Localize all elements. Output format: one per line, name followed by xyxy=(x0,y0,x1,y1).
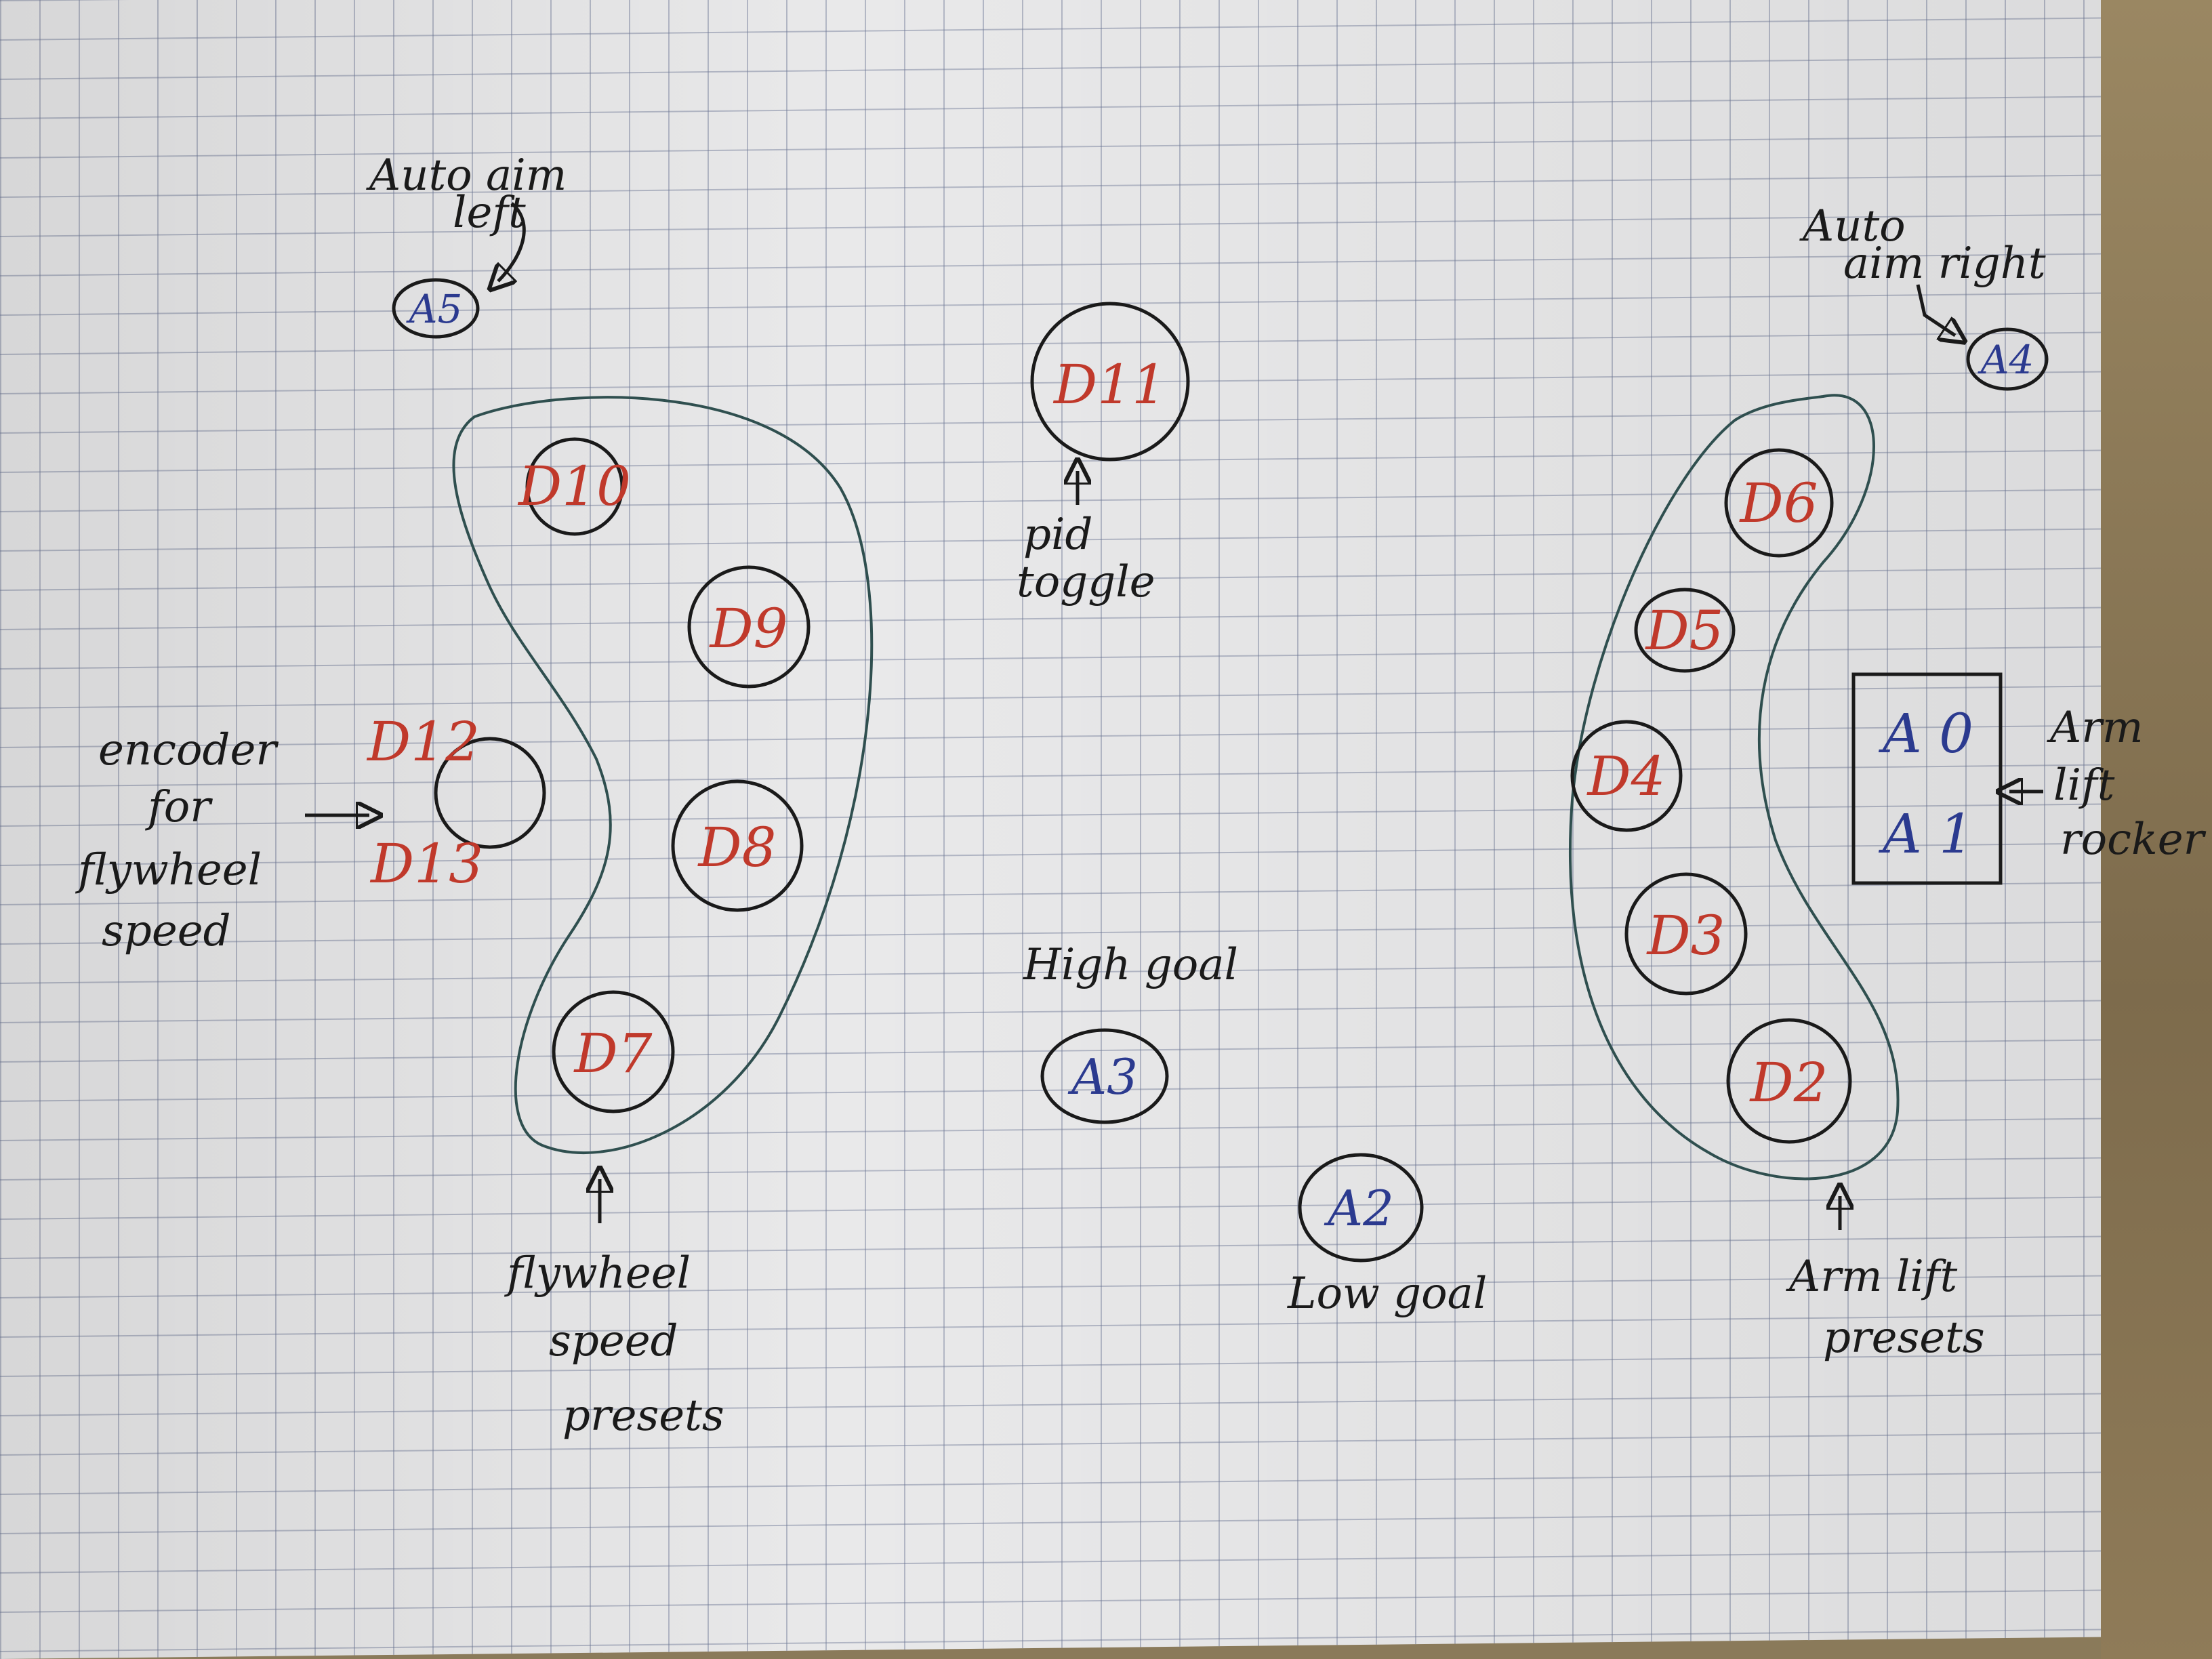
svg-text:left: left xyxy=(453,188,526,238)
pin-a2: A2 xyxy=(1298,1153,1424,1263)
svg-text:pid: pid xyxy=(1023,510,1092,560)
svg-text:D10: D10 xyxy=(517,455,631,518)
svg-text:D6: D6 xyxy=(1738,472,1818,535)
svg-text:toggle: toggle xyxy=(1017,557,1155,607)
pin-d12: D12 xyxy=(366,710,480,773)
pin-encoder: D12 D13 xyxy=(366,710,546,895)
arrow-auto-aim-right xyxy=(1916,284,1955,335)
svg-text:D4: D4 xyxy=(1586,745,1665,808)
svg-text:Arm lift: Arm lift xyxy=(1786,1252,1957,1302)
svg-text:D7: D7 xyxy=(573,1022,652,1085)
flywheel-group-outline xyxy=(452,396,874,1155)
svg-text:for: for xyxy=(145,782,213,832)
label-arm-lift-presets: Arm lift presets xyxy=(1786,1252,1985,1363)
svg-text:A5: A5 xyxy=(406,286,463,332)
pin-d7: D7 xyxy=(552,990,675,1113)
svg-text:Auto aim: Auto aim xyxy=(366,150,567,201)
pin-a3: A3 xyxy=(1040,1028,1169,1124)
pin-d11: D11 xyxy=(1030,302,1190,462)
pin-a5: A5 xyxy=(392,278,480,339)
svg-text:speed: speed xyxy=(102,906,231,956)
label-flywheel-presets: flywheel speed presets xyxy=(504,1248,724,1441)
svg-text:speed: speed xyxy=(549,1316,678,1366)
arrow-auto-aim-left xyxy=(498,202,526,281)
pin-d8: D8 xyxy=(671,779,804,912)
svg-text:Auto: Auto xyxy=(1799,201,1906,251)
pin-d5: D5 xyxy=(1634,588,1736,673)
svg-text:D9: D9 xyxy=(708,597,787,660)
svg-text:flywheel: flywheel xyxy=(75,845,262,895)
svg-text:presets: presets xyxy=(1823,1313,1985,1363)
pin-a4: A4 xyxy=(1966,327,2049,391)
svg-text:rocker: rocker xyxy=(2060,815,2207,865)
label-pid-toggle: pid toggle xyxy=(1017,510,1155,607)
label-high-goal: High goal xyxy=(1023,940,1238,990)
svg-text:A2: A2 xyxy=(1324,1180,1394,1237)
arm-lift-group-outline xyxy=(1569,394,1900,1181)
pin-d6: D6 xyxy=(1724,448,1834,558)
svg-text:A3: A3 xyxy=(1067,1048,1138,1105)
pin-d13: D13 xyxy=(369,832,483,895)
svg-text:presets: presets xyxy=(562,1391,724,1441)
label-arm-lift-rocker: Arm lift rocker xyxy=(2047,703,2207,865)
pin-a0: A 0 xyxy=(1878,702,1973,765)
svg-text:Arm: Arm xyxy=(2047,703,2144,753)
pin-d10: D10 xyxy=(517,437,631,536)
label-auto-aim-left: Auto aim left xyxy=(366,150,567,238)
svg-text:D2: D2 xyxy=(1748,1051,1828,1114)
label-auto-aim-right: Auto aim right xyxy=(1799,201,2046,289)
pin-d4: D4 xyxy=(1570,720,1683,832)
arm-lift-rocker-box: A 0 A 1 xyxy=(1851,672,2003,885)
svg-text:D5: D5 xyxy=(1644,599,1723,662)
svg-text:D3: D3 xyxy=(1645,904,1725,967)
svg-text:A4: A4 xyxy=(1978,337,2034,383)
label-low-goal: Low goal xyxy=(1287,1269,1487,1319)
svg-text:D8: D8 xyxy=(697,816,776,879)
svg-text:aim right: aim right xyxy=(1843,239,2046,289)
svg-text:lift: lift xyxy=(2053,760,2115,811)
svg-text:flywheel: flywheel xyxy=(504,1248,691,1298)
label-encoder: encoder for flywheel speed xyxy=(75,725,279,956)
desk-surface xyxy=(2101,0,2212,1659)
svg-text:D11: D11 xyxy=(1052,353,1166,416)
svg-text:encoder: encoder xyxy=(98,725,279,775)
pin-d9: D9 xyxy=(687,565,811,689)
pin-d2: D2 xyxy=(1726,1018,1852,1144)
pin-d3: D3 xyxy=(1624,872,1748,996)
pin-a1: A 1 xyxy=(1878,802,1973,865)
